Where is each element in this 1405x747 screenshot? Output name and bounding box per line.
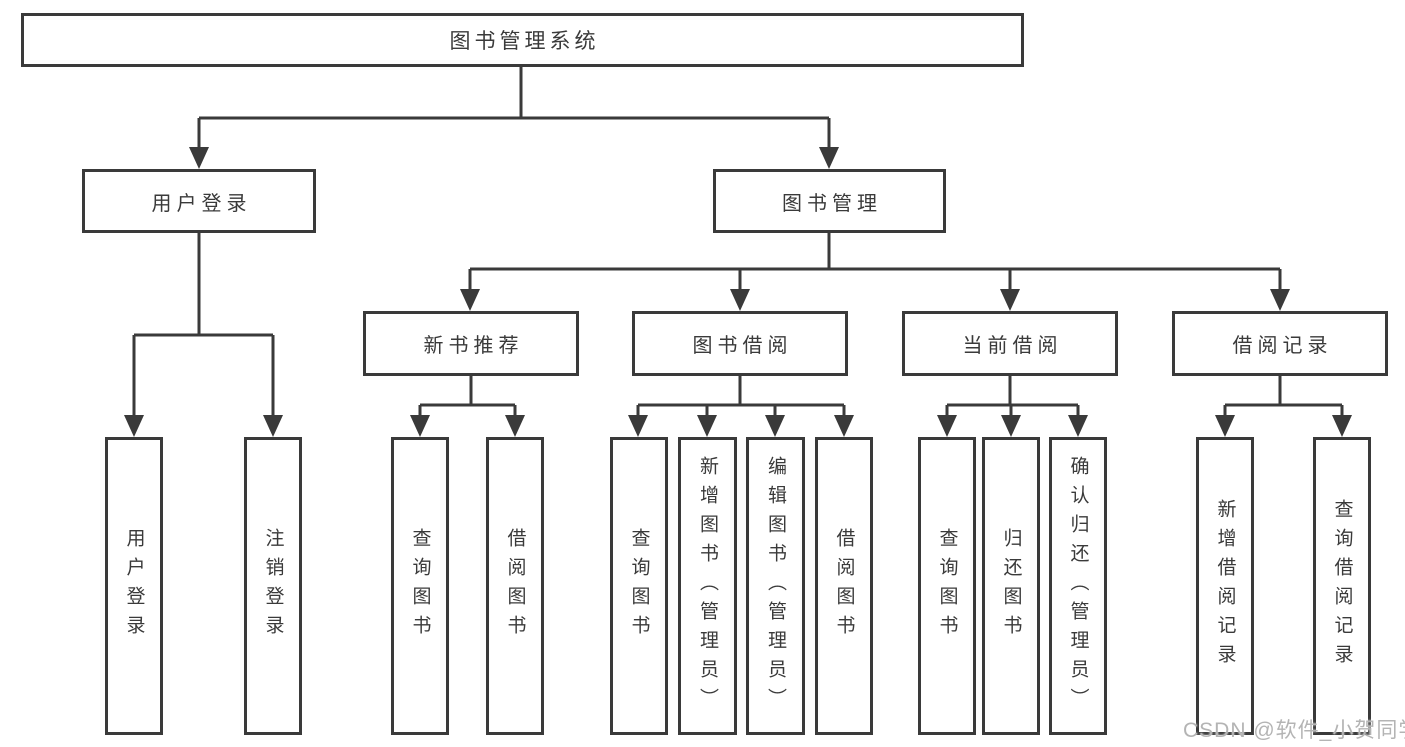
leaf-query-books-recommend: 查询图书 <box>391 437 449 735</box>
leaf-edit-books-admin-label: 编辑图书（管理员） <box>765 455 786 717</box>
leaf-return-books-label: 归还图书 <box>1000 528 1022 644</box>
watermark: CSDN @软件_小贺同学 <box>1183 719 1405 742</box>
leaf-edit-books-admin: 编辑图书（管理员） <box>746 437 805 735</box>
leaf-query-borrow-record-label: 查询借阅记录 <box>1331 499 1353 673</box>
node-new-book-recommendation-label: 新书推荐 <box>423 335 524 357</box>
leaf-borrow-books-recommend-label: 借阅图书 <box>504 528 526 644</box>
node-borrowing-records: 借阅记录 <box>1172 311 1388 376</box>
node-book-borrowing: 图书借阅 <box>632 311 848 376</box>
arrowhead-icons <box>124 147 1352 437</box>
leaf-logout: 注销登录 <box>244 437 302 735</box>
node-user-login-label: 用户登录 <box>151 192 252 215</box>
leaf-confirm-return-admin-label: 确认归还（管理员） <box>1067 455 1089 717</box>
node-book-management-label: 图书管理 <box>782 192 882 215</box>
leaf-logout-label: 注销登录 <box>262 528 284 644</box>
leaf-query-books-borrow: 查询图书 <box>610 437 668 735</box>
leaf-query-books-recommend-label: 查询图书 <box>409 528 431 644</box>
leaf-query-books-current: 查询图书 <box>918 437 976 735</box>
node-book-borrowing-label: 图书借阅 <box>692 335 793 357</box>
leaf-return-books: 归还图书 <box>982 437 1040 735</box>
leaf-user-login-label: 用户登录 <box>123 528 145 644</box>
leaf-add-books-admin: 新增图书（管理员） <box>678 437 737 735</box>
node-current-borrowing: 当前借阅 <box>902 311 1118 376</box>
leaf-add-borrow-record-label: 新增借阅记录 <box>1214 499 1236 673</box>
leaf-confirm-return-admin: 确认归还（管理员） <box>1049 437 1107 735</box>
leaf-query-borrow-record: 查询借阅记录 <box>1313 437 1371 735</box>
node-user-login: 用户登录 <box>82 169 316 233</box>
leaf-add-borrow-record: 新增借阅记录 <box>1196 437 1254 735</box>
node-borrowing-records-label: 借阅记录 <box>1232 335 1333 357</box>
leaf-borrow-books-recommend: 借阅图书 <box>486 437 544 735</box>
leaf-query-books-current-label: 查询图书 <box>936 528 958 644</box>
leaf-query-books-borrow-label: 查询图书 <box>628 528 650 644</box>
leaf-user-login: 用户登录 <box>105 437 163 735</box>
node-current-borrowing-label: 当前借阅 <box>962 335 1063 357</box>
leaf-add-books-admin-label: 新增图书（管理员） <box>697 455 718 717</box>
node-new-book-recommendation: 新书推荐 <box>363 311 579 376</box>
leaf-borrow-books-borrow: 借阅图书 <box>815 437 873 735</box>
tree-edges <box>132 67 1344 421</box>
leaf-borrow-books-borrow-label: 借阅图书 <box>833 528 855 644</box>
node-root-label: 图书管理系统 <box>449 30 600 53</box>
node-book-management: 图书管理 <box>713 169 946 233</box>
node-root: 图书管理系统 <box>21 13 1024 67</box>
